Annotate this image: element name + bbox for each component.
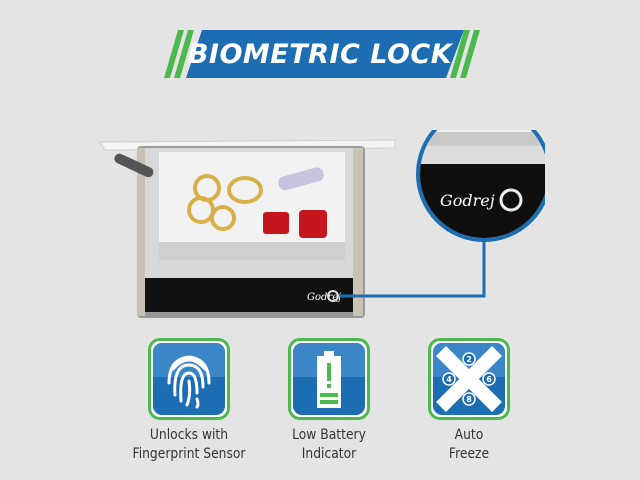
auto-freeze-icon: 2 4 6 8 [433, 343, 505, 415]
keypad-digit: 4 [446, 375, 452, 384]
feature-label-line2: Fingerprint Sensor [132, 446, 246, 462]
freeze-tile: 2 4 6 8 [428, 338, 510, 420]
keypad-digit: 2 [466, 355, 472, 364]
feature-label-line1: Auto [454, 427, 484, 443]
keypad-digit: 8 [466, 395, 472, 404]
title-banner [164, 30, 480, 78]
feature-label-line1: Unlocks with [149, 427, 229, 443]
svg-text:Godrej: Godrej [307, 292, 341, 303]
feature-label-line1: Low Battery [292, 427, 366, 443]
battery-tile [288, 338, 370, 420]
safe-illustration: Godrej Godrej [99, 130, 545, 318]
low-battery-icon [293, 343, 365, 415]
fingerprint-tile [148, 338, 230, 420]
feature-label-line2: Freeze [448, 446, 490, 462]
fingerprint-icon [153, 343, 225, 415]
page-title: BIOMETRIC LOCK [187, 38, 453, 70]
feature-label-line2: Indicator [301, 446, 357, 462]
svg-text:Godrej: Godrej [440, 191, 495, 210]
keypad-digit: 6 [486, 375, 492, 384]
